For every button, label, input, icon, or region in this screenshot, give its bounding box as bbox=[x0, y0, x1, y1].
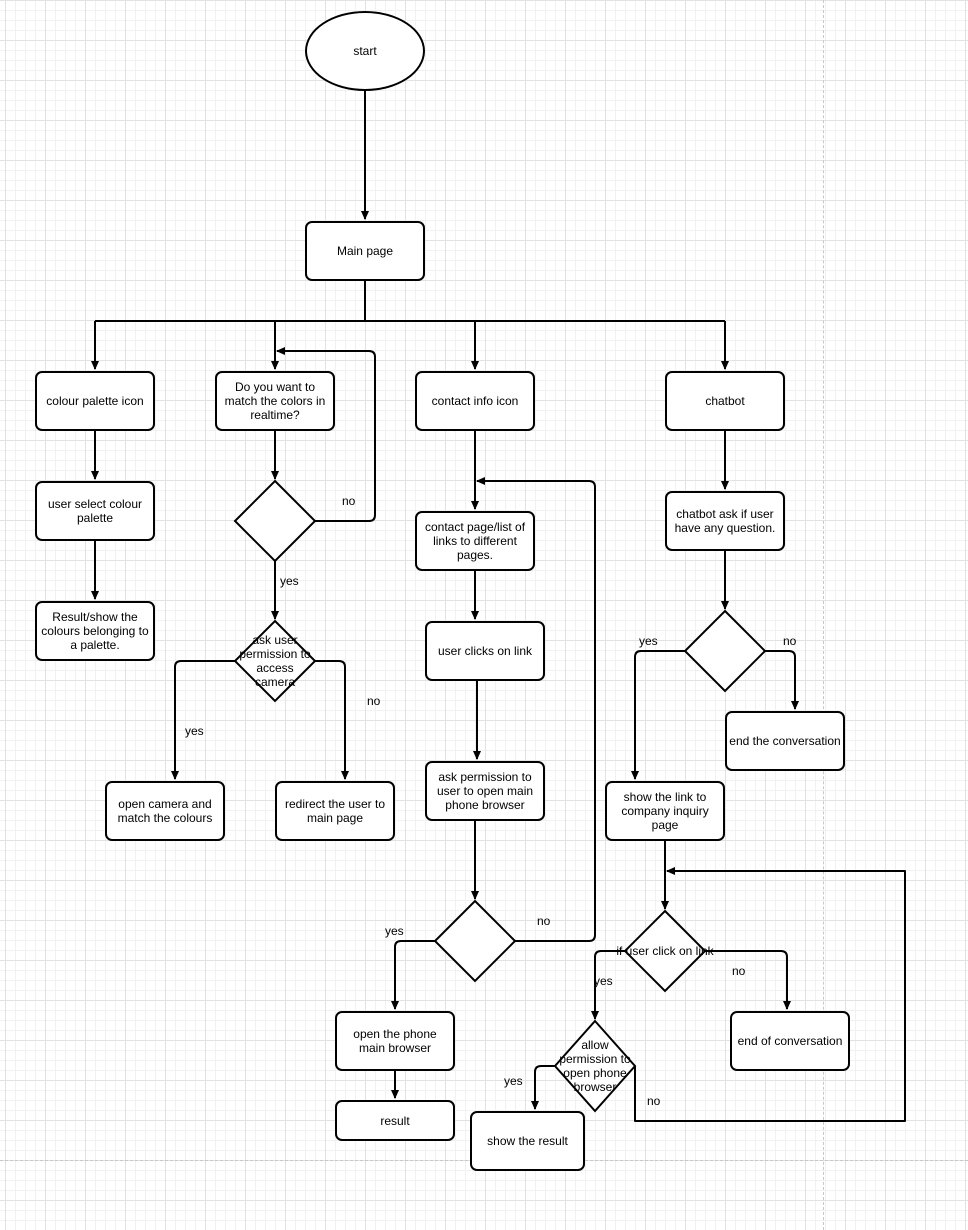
edge-label-allow-no: no bbox=[647, 1094, 661, 1108]
user-clicks-link-box[interactable]: user clicks on link bbox=[425, 621, 545, 681]
edge-allow-no-loop bbox=[634, 867, 906, 1122]
end-conversation-box[interactable]: end the conversation bbox=[725, 711, 845, 771]
colour-palette-icon-box[interactable]: colour palette icon bbox=[35, 371, 155, 431]
decision-browser bbox=[433, 899, 517, 983]
page-break-vertical bbox=[823, 0, 824, 1230]
edge-camera-yes bbox=[171, 660, 235, 780]
edge-label-allow-yes: yes bbox=[504, 1074, 523, 1088]
edge-realtime-no-loop bbox=[276, 347, 376, 522]
user-select-palette-box[interactable]: user select colour palette bbox=[35, 481, 155, 541]
edge-chat-no bbox=[765, 650, 799, 710]
decision-camera bbox=[233, 619, 317, 703]
ask-camera-decision-label: ask user permission to access camera bbox=[239, 633, 311, 689]
allow-browser-decision-label: allow permission to open phone browser bbox=[559, 1038, 631, 1094]
edge-click-no bbox=[705, 950, 791, 1010]
decision-realtime bbox=[233, 479, 317, 563]
decision-allow-browser bbox=[553, 1019, 637, 1113]
decision-click-link bbox=[623, 909, 707, 993]
chatbot-box[interactable]: chatbot bbox=[665, 371, 785, 431]
show-link-box[interactable]: show the link to company inquiry page bbox=[605, 781, 725, 841]
edge-camera-no bbox=[315, 660, 349, 780]
edge-label-camera-no: no bbox=[367, 694, 381, 708]
main-page-box[interactable]: Main page bbox=[305, 221, 425, 281]
redirect-main-box[interactable]: redirect the user to main page bbox=[275, 781, 395, 841]
click-link-decision-label: if user click on link bbox=[616, 944, 714, 958]
edge-label-chat-yes: yes bbox=[639, 634, 658, 648]
chatbot-ask-box[interactable]: chatbot ask if user have any question. bbox=[665, 491, 785, 551]
start-node[interactable]: start bbox=[305, 11, 425, 91]
open-browser-box[interactable]: open the phone main browser bbox=[335, 1011, 455, 1071]
open-camera-box[interactable]: open camera and match the colours bbox=[105, 781, 225, 841]
edge-label-chat-no: no bbox=[783, 634, 797, 648]
edge-label-realtime-no: no bbox=[342, 494, 356, 508]
edge-label-realtime-yes: yes bbox=[280, 574, 299, 588]
result-box[interactable]: result bbox=[335, 1100, 455, 1141]
end-of-conversation-box[interactable]: end of conversation bbox=[730, 1011, 850, 1071]
match-realtime-box[interactable]: Do you want to match the colors in realt… bbox=[215, 371, 335, 431]
result-palette-box[interactable]: Result/show the colours belonging to a p… bbox=[35, 601, 155, 661]
show-result-box[interactable]: show the result bbox=[470, 1111, 585, 1171]
contact-info-icon-box[interactable]: contact info icon bbox=[415, 371, 535, 431]
ask-browser-permission-box[interactable]: ask permission to user to open main phon… bbox=[425, 761, 545, 821]
edge-click-yes bbox=[591, 950, 625, 1020]
decision-chatbot bbox=[683, 609, 767, 693]
edge-allow-yes bbox=[531, 1065, 555, 1110]
edge-browser-yes bbox=[391, 940, 435, 1010]
contact-page-box[interactable]: contact page/list of links to different … bbox=[415, 511, 535, 571]
edge-chat-yes bbox=[631, 650, 685, 780]
edge-label-browser-yes: yes bbox=[385, 924, 404, 938]
edge-label-browser-no: no bbox=[537, 914, 551, 928]
edge-label-click-no: no bbox=[732, 964, 746, 978]
edge-label-camera-yes: yes bbox=[185, 724, 204, 738]
edge-browser-no-loop bbox=[476, 477, 596, 942]
edge-label-click-yes: yes bbox=[594, 974, 613, 988]
